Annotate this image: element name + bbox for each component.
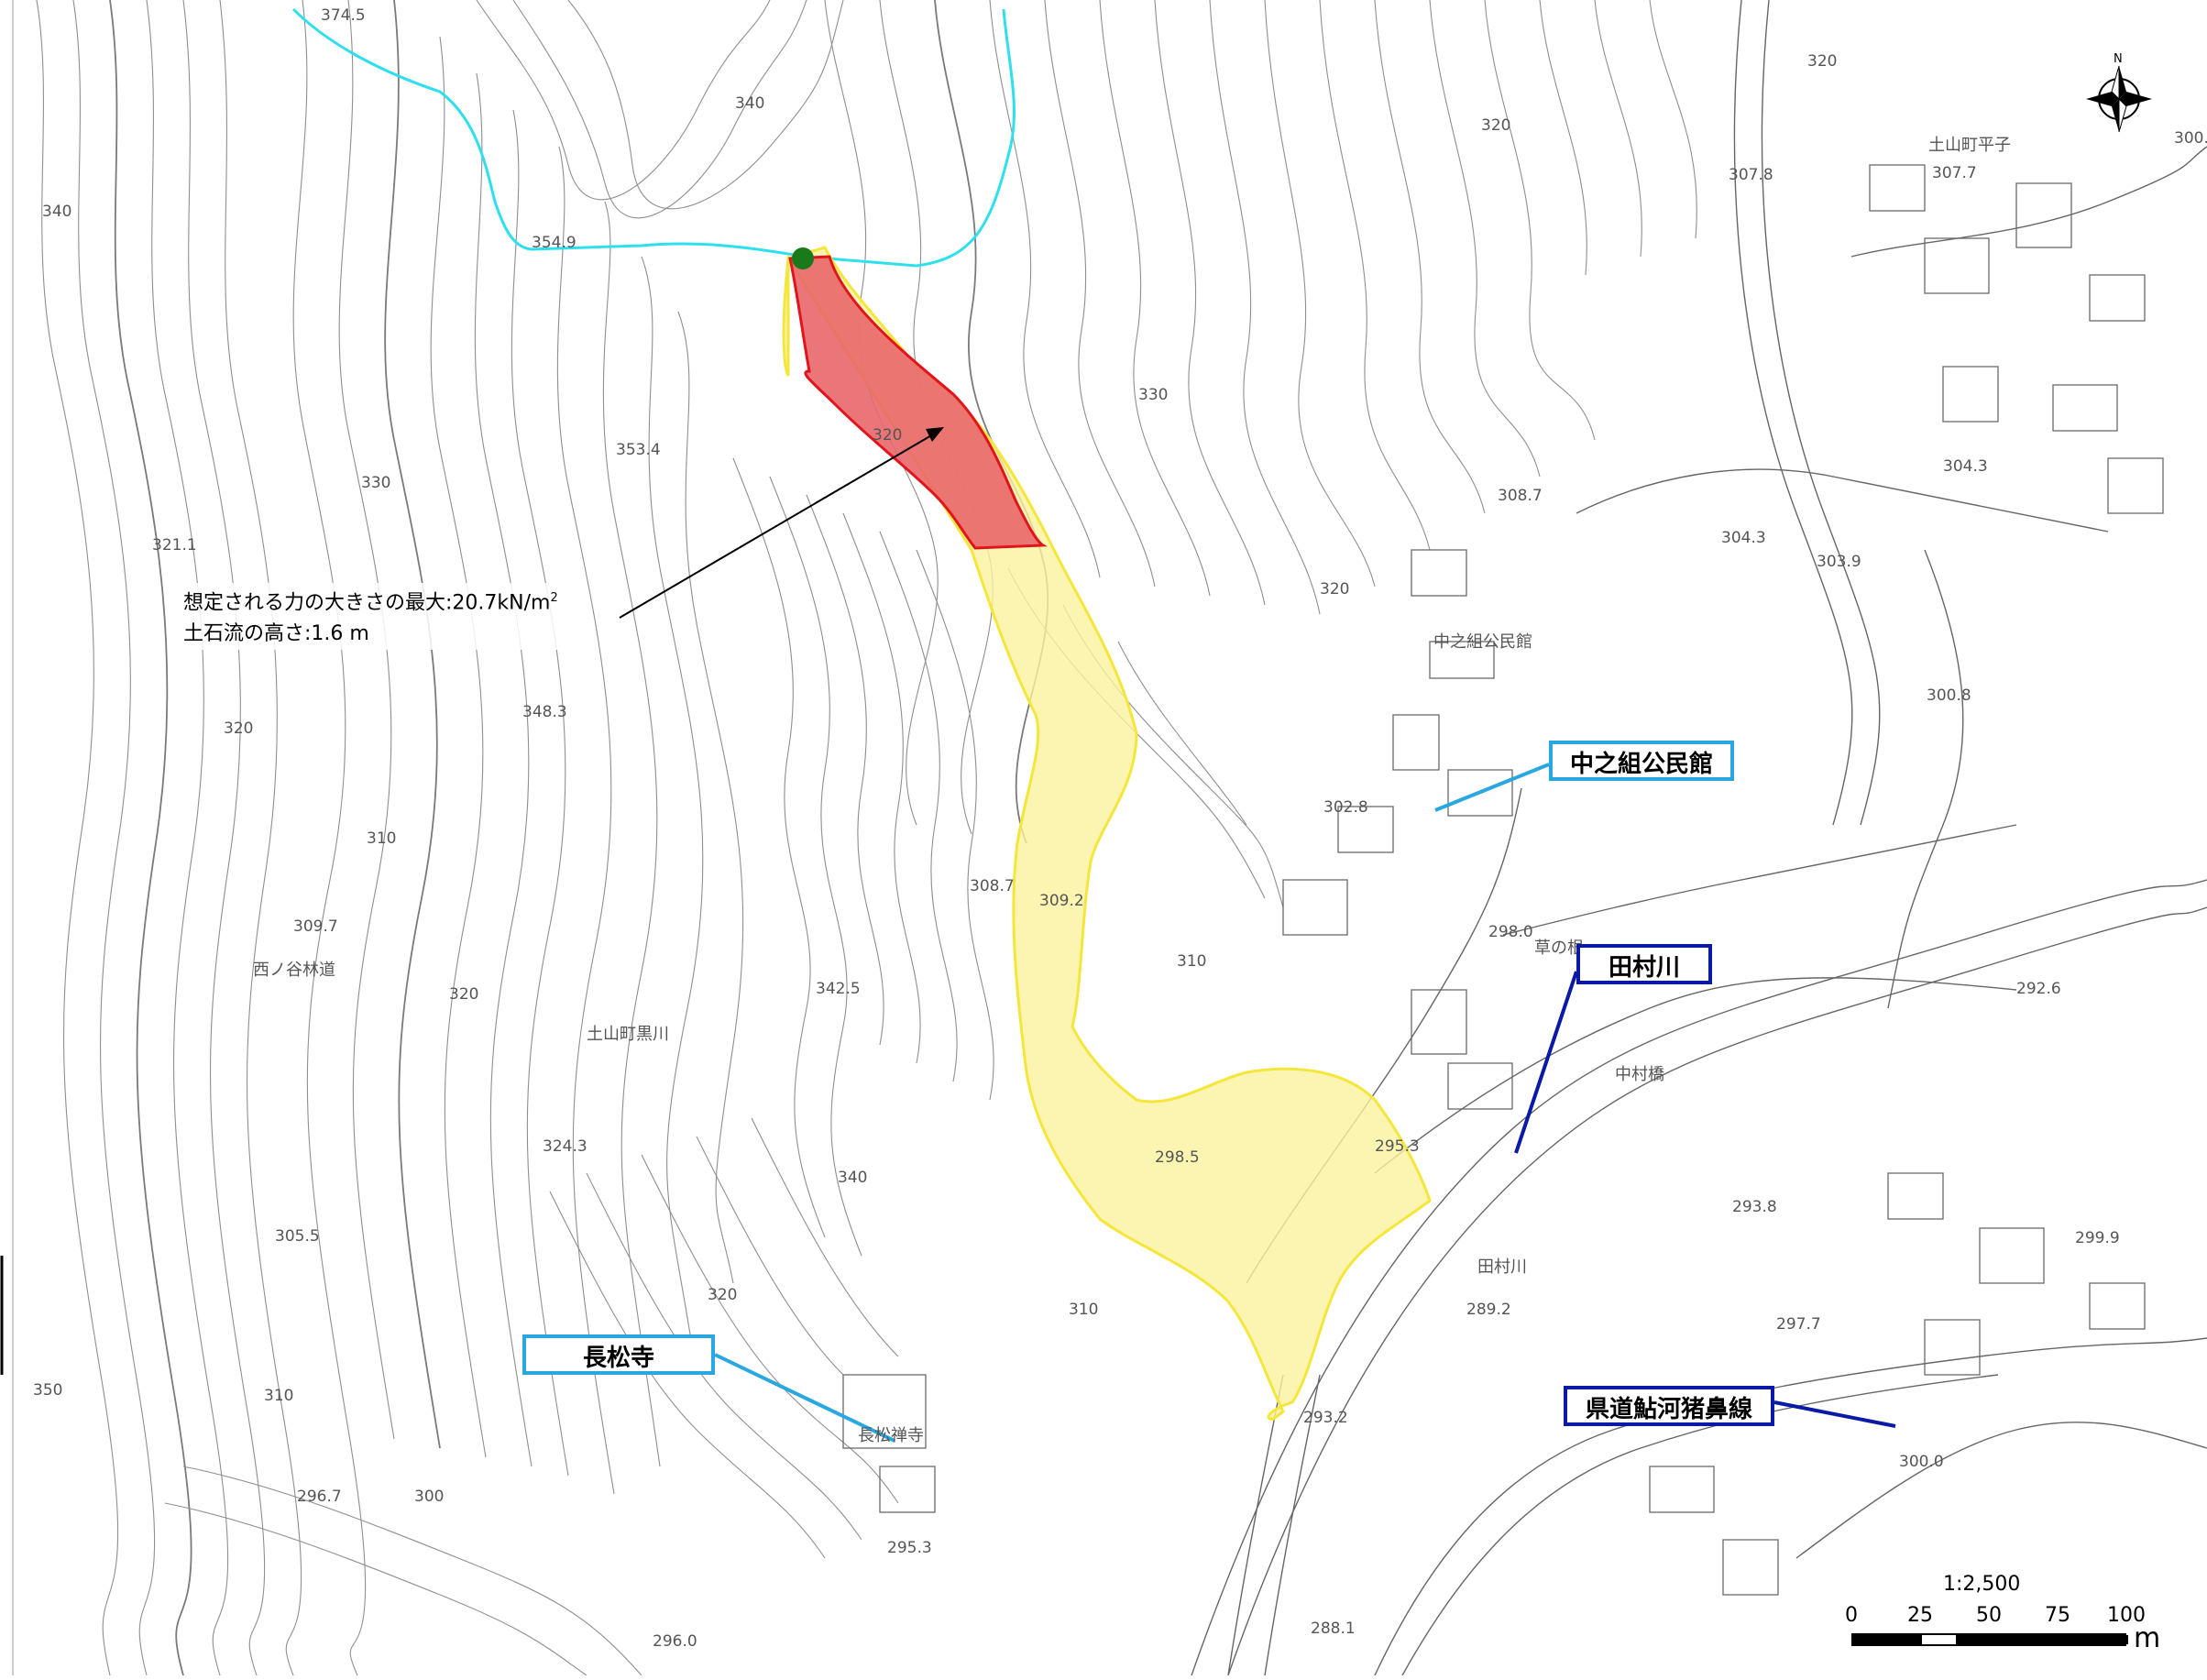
elevation-label: 354.9	[532, 234, 576, 252]
place-hirako: 土山町平子	[1928, 136, 2011, 155]
elevation-label: 340	[42, 203, 71, 221]
place-chosho-zenji: 長松禅寺	[858, 1426, 924, 1445]
origin-point	[792, 247, 814, 269]
debris-flow-annotation: 想定される力の大きさの最大:20.7kN/m2 土石流の高さ:1.6 m	[183, 583, 558, 651]
elevation-label: 330	[1138, 386, 1168, 404]
scale-tick: 50	[1976, 1604, 2002, 1627]
yellow-zone	[782, 246, 1432, 1421]
elevation-label: 310	[367, 829, 396, 848]
elevation-label: 320	[1481, 116, 1510, 135]
elevation-label: 309.2	[1039, 892, 1084, 910]
elevation-label: 340	[838, 1169, 867, 1187]
elevation-label: 307.7	[1932, 164, 1977, 182]
elevation-label: 295.3	[1375, 1137, 1420, 1156]
elevation-label: 320	[873, 426, 902, 445]
elevation-label: 298.0	[1488, 923, 1533, 941]
elevation-labels: 374.5 340 340 354.9 353.4 330 321.1 348.…	[33, 6, 2207, 1651]
road-leader	[1773, 1400, 1896, 1428]
scale-unit: m	[2134, 1622, 2161, 1654]
scale-ratio: 1:2,500	[1943, 1573, 2021, 1596]
scale-bar: 1:2,500 0 25 50 75 100 m	[1833, 1573, 2163, 1664]
place-kurokawa: 土山町黒川	[587, 1025, 669, 1044]
contour-lines	[36, 0, 1697, 1676]
callout-hall[interactable]: 中之組公民館	[1549, 741, 1734, 781]
elevation-label: 304.3	[1721, 529, 1766, 547]
elevation-label: 304.3	[1943, 457, 1988, 476]
elevation-label: 300.5	[2174, 129, 2207, 148]
elevation-label: 296.0	[653, 1632, 697, 1651]
elevation-label: 288.1	[1311, 1620, 1356, 1638]
place-nakamura-bridge: 中村橋	[1615, 1065, 1664, 1084]
place-hall: 中之組公民館	[1433, 632, 1532, 652]
force-arrow-line	[619, 434, 934, 619]
elevation-label: 353.4	[616, 441, 661, 459]
red-zone	[788, 255, 1048, 550]
elevation-label: 310	[264, 1387, 293, 1405]
elevation-label: 330	[361, 474, 390, 492]
elevation-label: 299.9	[2075, 1229, 2120, 1247]
elevation-label: 297.7	[1776, 1315, 1821, 1334]
callout-river[interactable]: 田村川	[1576, 944, 1712, 984]
scale-bar-graphic	[1851, 1633, 2128, 1646]
elevation-label: 300.8	[1927, 686, 1971, 705]
elevation-label: 295.3	[887, 1539, 932, 1557]
elevation-label: 296.7	[297, 1488, 342, 1506]
elevation-label: 302.8	[1323, 798, 1368, 817]
compass-north-label: N	[2114, 52, 2123, 66]
elevation-label: 320	[708, 1286, 737, 1304]
elevation-label: 292.6	[2016, 980, 2061, 998]
elevation-label: 321.1	[152, 536, 197, 555]
elevation-label: 298.5	[1155, 1148, 1200, 1167]
elevation-label: 307.8	[1729, 166, 1773, 184]
elevation-label: 342.5	[816, 980, 861, 998]
elevation-label: 308.7	[970, 877, 1015, 895]
elevation-label: 308.7	[1498, 487, 1543, 505]
elevation-label: 320	[449, 985, 478, 1004]
elevation-label: 348.3	[522, 703, 567, 721]
elevation-label: 289.2	[1466, 1301, 1511, 1319]
watershed-boundary	[291, 7, 1016, 268]
elevation-label: 305.5	[275, 1227, 320, 1246]
place-nishinotani: 西ノ谷林道	[253, 961, 335, 980]
elevation-label: 320	[224, 719, 253, 738]
elevation-label: 303.9	[1817, 553, 1861, 571]
elevation-label: 310	[1069, 1301, 1098, 1319]
elevation-label: 324.3	[543, 1137, 587, 1156]
river-leader	[1514, 971, 1578, 1154]
elevation-label: 293.2	[1303, 1409, 1348, 1427]
elevation-label: 340	[735, 94, 764, 113]
elevation-label: 309.7	[293, 917, 338, 936]
elevation-label: 320	[1807, 52, 1837, 71]
buildings	[842, 164, 2164, 1596]
force-text: 想定される力の大きさの最大:20.7kN/m2	[183, 591, 558, 615]
place-tamura-river: 田村川	[1477, 1257, 1527, 1277]
elevation-label: 320	[1320, 580, 1349, 598]
hall-leader	[1434, 763, 1550, 812]
elevation-label: 300.0	[1899, 1453, 1944, 1471]
height-text: 土石流の高さ:1.6 m	[183, 622, 369, 646]
temple-leader	[714, 1353, 895, 1443]
force-arrow-head	[926, 427, 944, 442]
compass-icon: N	[2086, 52, 2152, 133]
scale-tick: 100	[2107, 1604, 2146, 1627]
place-kusano: 草の根	[1534, 939, 1584, 958]
elevation-label: 374.5	[321, 6, 366, 25]
scale-tick: 75	[2045, 1604, 2070, 1627]
elevation-label: 300	[414, 1488, 444, 1506]
place-names: 西ノ谷林道 土山町黒川 土山町平子 長松禅寺 中村橋 田村川 草の根 中之組公民…	[253, 136, 2011, 1445]
scale-tick: 25	[1907, 1604, 1933, 1627]
callout-temple[interactable]: 長松寺	[522, 1334, 715, 1375]
elevation-label: 310	[1177, 952, 1206, 971]
scale-tick: 0	[1845, 1604, 1858, 1627]
elevation-label: 350	[33, 1381, 62, 1400]
elevation-label: 293.8	[1732, 1198, 1777, 1216]
callout-road[interactable]: 県道鮎河猪鼻線	[1564, 1386, 1774, 1426]
